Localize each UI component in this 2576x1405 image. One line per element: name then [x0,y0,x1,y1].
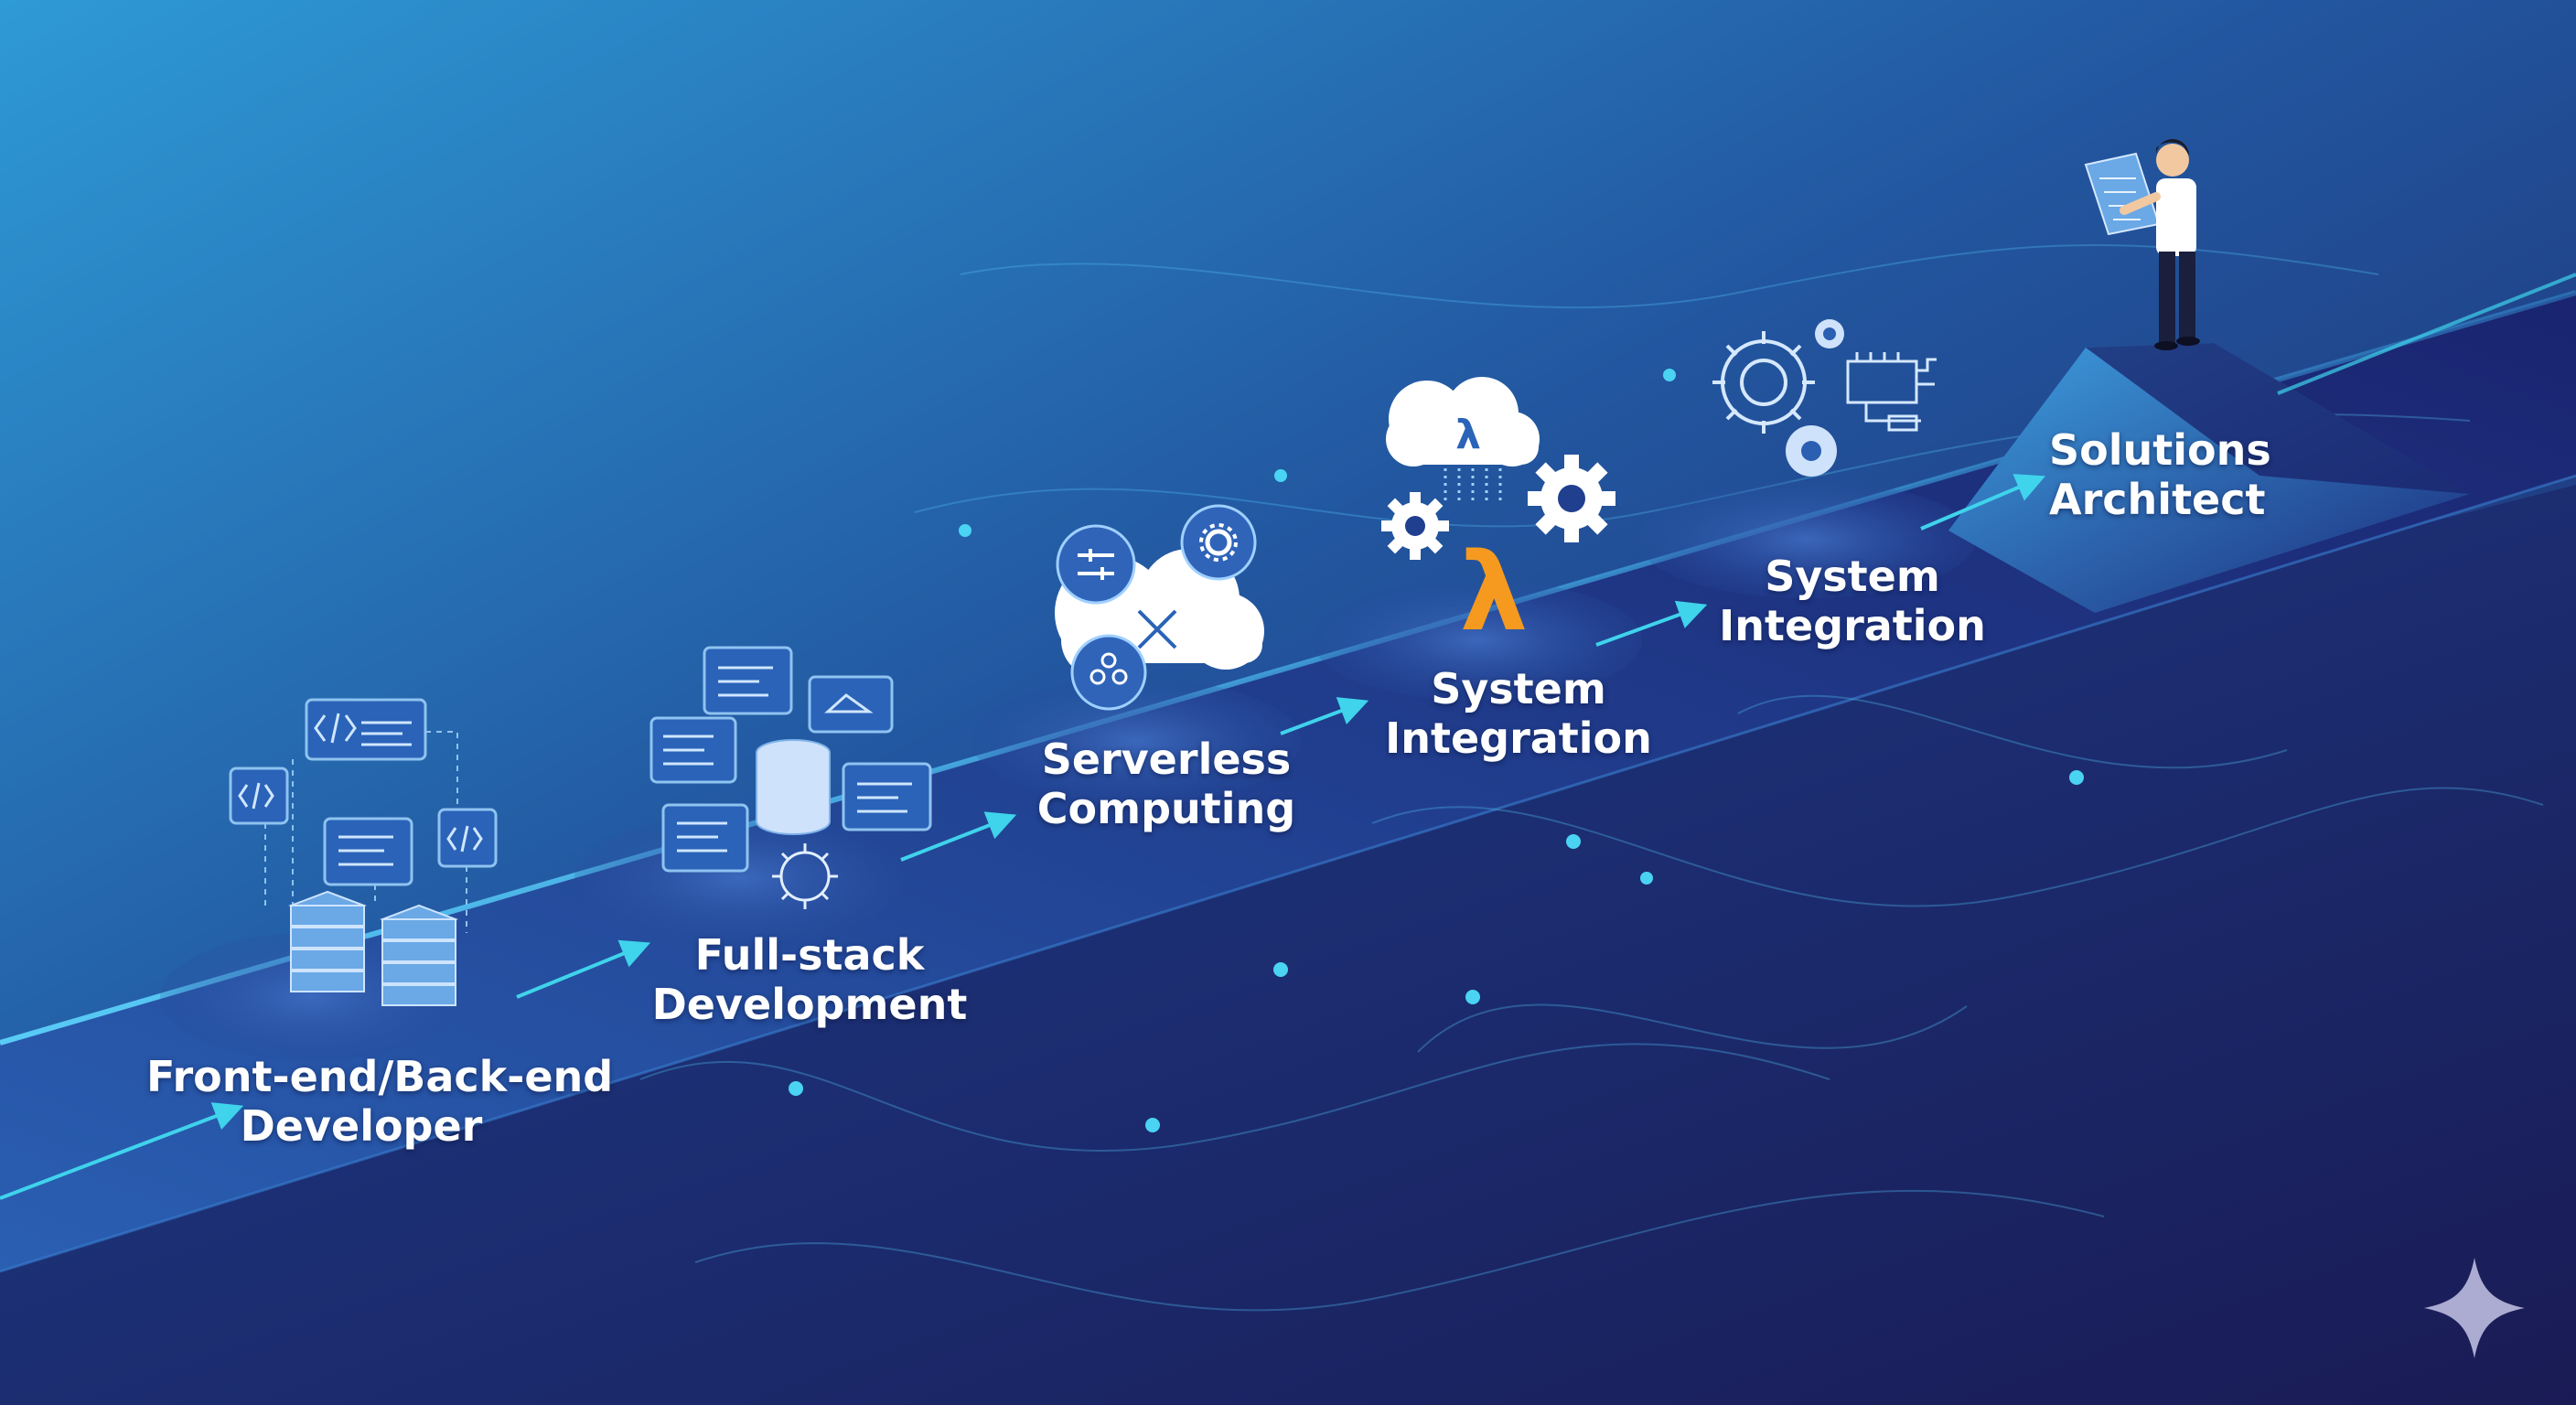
path-bottom-edge [0,474,2576,1273]
arrow-stage-3-to-4 [1280,697,1369,735]
bug-gear-icon [772,843,838,909]
stage-1-label-line-1: Front-end/Back-end [146,1052,614,1101]
summit-peak [1948,343,2470,613]
arrow-stage-4-to-5 [1595,600,1708,647]
path-lower-shadow [0,485,2576,1405]
database-icon [756,739,831,835]
stage-4-label: System Integration [1372,664,1665,763]
stage-5-icons [1712,319,1937,477]
lambda-icon: λ [1460,529,1529,655]
arrow-stage-5-to-6 [1920,474,2046,531]
stage-2-icons [649,646,932,909]
sparkle-icon [2424,1258,2525,1358]
stage-6-label-line-2: Architect [2049,475,2266,524]
stage-3-label: Serverless Computing [1015,735,1317,833]
stage-pad-3 [971,679,1301,803]
users-icon [1070,634,1147,711]
arrow-into-stage-1 [0,1102,244,1200]
stage-3-label-line-1: Serverless [1041,735,1292,784]
server-stack-icon [288,890,458,1006]
gear-icon [1180,504,1257,581]
stage-5-label: System Integration [1701,552,2003,650]
arrow-stage-1-to-2 [516,939,651,999]
arrow-beyond-summit [2277,273,2576,395]
stage-2-label-line-1: Full-stack [694,930,925,980]
stage-6-label-line-1: Solutions [2049,425,2271,475]
stage-1-label-line-2: Developer [240,1101,483,1151]
stage-pad-4 [1313,580,1642,701]
stage-2-label-line-2: Development [651,980,968,1029]
stage-3-icons [1055,504,1264,711]
stage-6-label: Solutions Architect [2049,425,2324,524]
network-cross [1137,609,1177,649]
svg-text:λ: λ [1455,412,1481,458]
stage-3-label-line-2: Computing [1036,784,1296,833]
stage-1-icons [229,698,498,1006]
stage-2-label: Full-stack Development [640,930,979,1029]
arrow-stage-2-to-3 [900,811,1017,862]
stage-4-icons: λ λ [1381,377,1615,655]
stage-pad-2 [574,814,904,942]
flow-dots [789,369,2084,1132]
progression-arrows [0,273,2576,1200]
sliders-icon [1056,524,1136,605]
stage-1-label: Front-end/Back-end Developer [146,1052,614,1151]
stage-5-label-line-1: System [1765,552,1940,601]
stage-pad-5 [1637,481,1976,598]
stage-4-label-line-2: Integration [1385,713,1652,763]
stage-5-label-line-2: Integration [1719,601,1986,650]
circuit-icon [1846,352,1937,432]
gear-icon [1712,331,1815,434]
summit-peak-shade [2086,343,2470,494]
architect-figure-icon [2084,139,2200,350]
lambda-cloud-icon [1386,377,1540,467]
stage-4-label-line-1: System [1431,664,1606,713]
